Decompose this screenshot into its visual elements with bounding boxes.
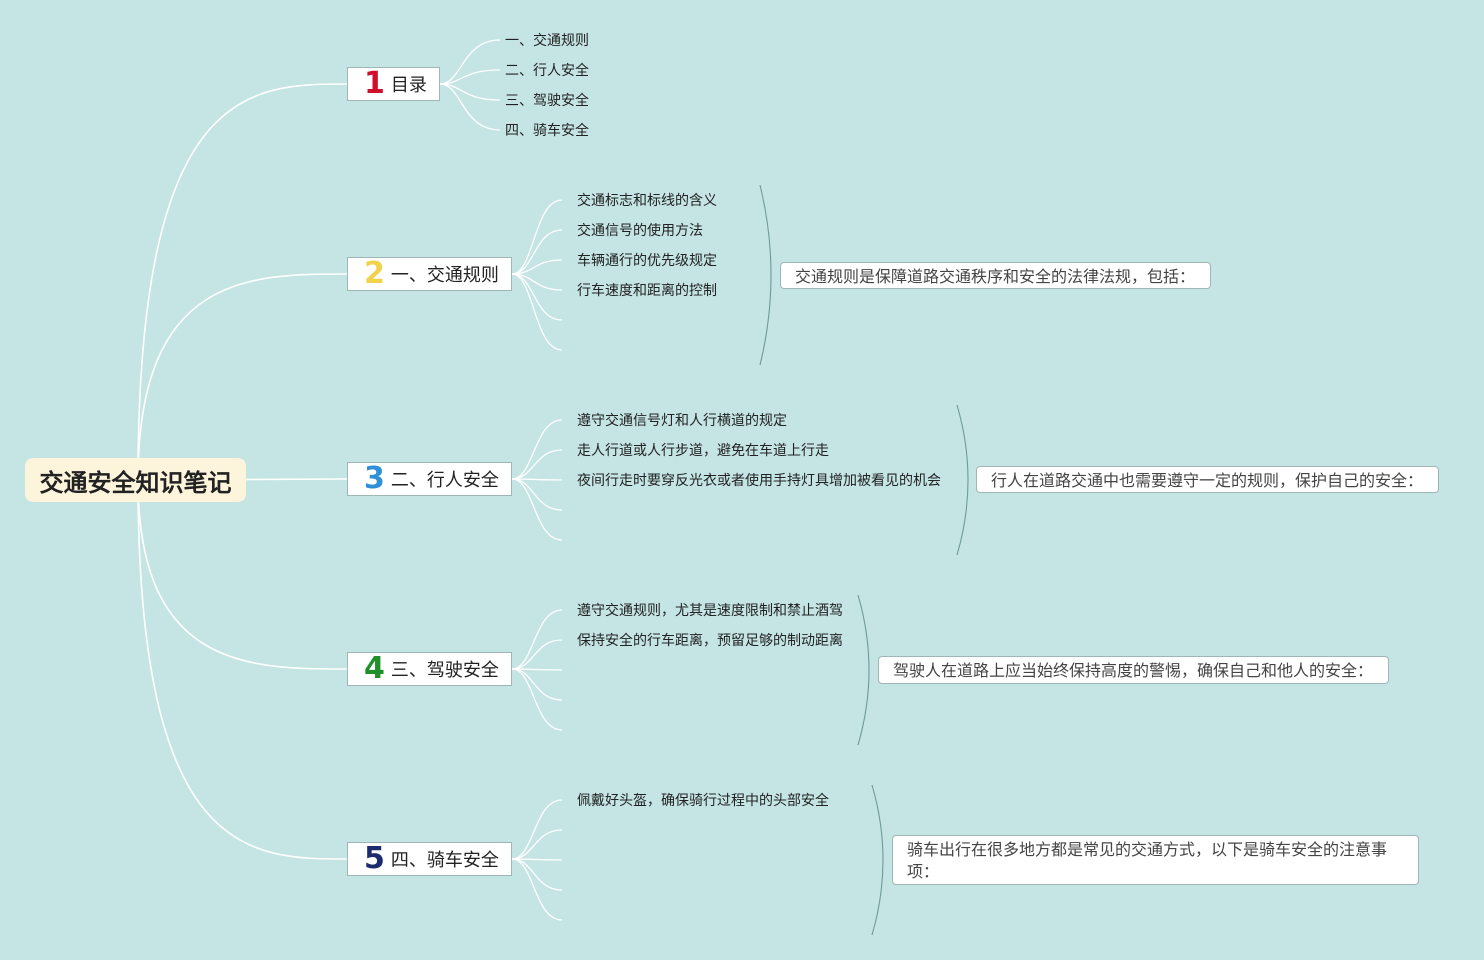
- root-title: 交通安全知识笔记: [39, 468, 232, 497]
- branch-driving-safety[interactable]: 4 三、驾驶安全: [347, 652, 512, 686]
- leaf-link: [511, 668, 563, 731]
- branch-label: 四、骑车安全: [390, 850, 499, 871]
- summary-bracket: [956, 404, 969, 556]
- branch-label: 三、驾驶安全: [390, 660, 499, 681]
- leaf-link: [511, 478, 563, 541]
- leaf-link: [511, 259, 563, 275]
- branch-toc[interactable]: 1 目录: [347, 67, 440, 101]
- root-link: [137, 479, 348, 670]
- list-item[interactable]: 遵守交通信号灯和人行横道的规定: [577, 413, 787, 429]
- branch-label: 目录: [390, 75, 427, 96]
- leaf-link: [511, 478, 563, 511]
- leaf-link: [511, 419, 563, 480]
- leaf-link: [439, 69, 501, 85]
- summary-note[interactable]: 交通规则是保障道路交通秩序和安全的法律法规，包括：: [780, 262, 1211, 289]
- list-item[interactable]: 交通标志和标线的含义: [577, 193, 717, 209]
- list-item[interactable]: 二、行人安全: [505, 63, 589, 79]
- leaf-link: [511, 273, 563, 321]
- leaf-link: [511, 858, 563, 891]
- list-item[interactable]: 交通信号的使用方法: [577, 223, 703, 239]
- list-item[interactable]: 佩戴好头盔，确保骑行过程中的头部安全: [577, 793, 829, 809]
- leaf-link: [511, 449, 563, 480]
- list-item[interactable]: 遵守交通规则，尤其是速度限制和禁止酒驾: [577, 603, 843, 619]
- root-link: [137, 479, 348, 860]
- list-item[interactable]: 车辆通行的优先级规定: [577, 253, 717, 269]
- leaf-link: [511, 273, 563, 351]
- leaf-link: [439, 83, 501, 131]
- list-item[interactable]: 保持安全的行车距离，预留足够的制动距离: [577, 633, 843, 649]
- branch-traffic-rules[interactable]: 2 一、交通规则: [347, 257, 512, 291]
- list-item[interactable]: 一、交通规则: [505, 33, 589, 49]
- branch-number: 5: [364, 841, 385, 876]
- leaf-link: [511, 858, 563, 921]
- summary-note[interactable]: 驾驶人在道路上应当始终保持高度的警惕，确保自己和他人的安全：: [878, 656, 1389, 684]
- leaf-link: [511, 229, 563, 275]
- branch-pedestrian-safety[interactable]: 3 二、行人安全: [347, 462, 512, 496]
- leaf-link: [511, 609, 563, 670]
- summary-note[interactable]: 行人在道路交通中也需要遵守一定的规则，保护自己的安全：: [976, 466, 1439, 493]
- branch-number: 4: [364, 651, 385, 686]
- leaf-link: [511, 639, 563, 670]
- summary-bracket: [857, 594, 870, 746]
- root-link: [137, 273, 348, 481]
- list-item[interactable]: 三、驾驶安全: [505, 93, 589, 109]
- leaf-link: [439, 39, 501, 85]
- branch-number: 2: [364, 256, 385, 291]
- list-item[interactable]: 走人行道或人行步道，避免在车道上行走: [577, 443, 829, 459]
- branch-number: 1: [364, 66, 385, 101]
- summary-bracket: [871, 784, 884, 936]
- root-link: [137, 83, 348, 481]
- summary-bracket: [759, 184, 772, 366]
- leaf-link: [511, 668, 563, 701]
- leaf-link: [511, 799, 563, 860]
- summary-note[interactable]: 骑车出行在很多地方都是常见的交通方式，以下是骑车安全的注意事项：: [892, 835, 1419, 885]
- leaf-link: [511, 829, 563, 860]
- list-item[interactable]: 行车速度和距离的控制: [577, 283, 717, 299]
- root-node[interactable]: 交通安全知识笔记: [25, 458, 246, 502]
- list-item[interactable]: 夜间行走时要穿反光衣或者使用手持灯具增加被看见的机会: [577, 473, 941, 489]
- branch-label: 二、行人安全: [390, 470, 499, 491]
- branch-label: 一、交通规则: [390, 265, 499, 286]
- leaf-link: [511, 199, 563, 275]
- branch-number: 3: [364, 461, 385, 496]
- branch-cycling-safety[interactable]: 5 四、骑车安全: [347, 842, 512, 876]
- list-item[interactable]: 四、骑车安全: [505, 123, 589, 139]
